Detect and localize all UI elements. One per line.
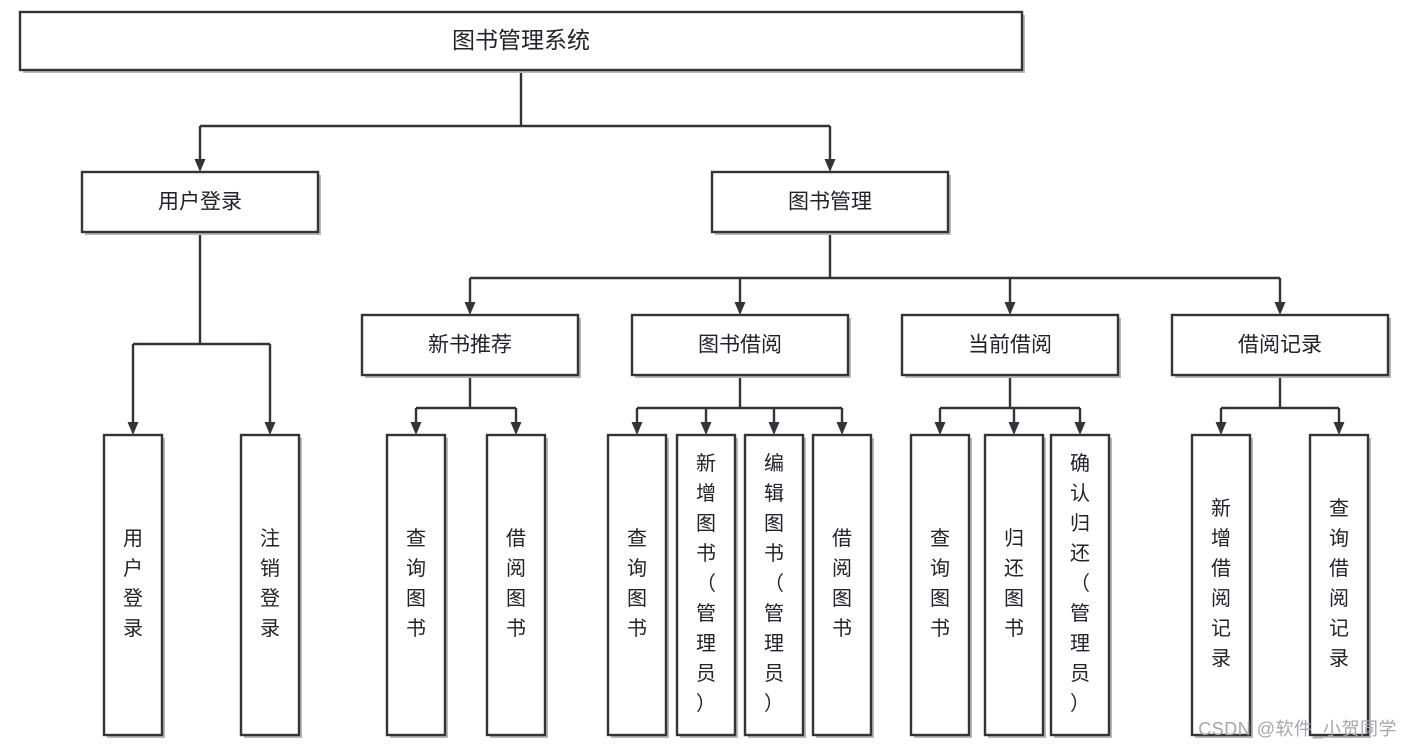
node-box[interactable] bbox=[1308, 433, 1370, 737]
connector-group-current-borrow bbox=[934, 375, 1086, 435]
node-box[interactable] bbox=[485, 433, 547, 737]
arrowhead-icon bbox=[700, 422, 712, 435]
connector-group-root bbox=[194, 70, 836, 172]
node-box[interactable] bbox=[1049, 433, 1111, 737]
node-label: 查询图书 bbox=[627, 527, 647, 640]
node-leaf-confirm-return[interactable]: 确认归还（管理员） bbox=[1049, 433, 1112, 738]
arrowhead-icon bbox=[768, 422, 780, 435]
arrowhead-icon bbox=[1215, 422, 1227, 435]
arrowhead-icon bbox=[631, 422, 643, 435]
node-label: 用户登录 bbox=[158, 191, 242, 214]
arrowhead-icon bbox=[464, 302, 476, 315]
node-leaf-add-book[interactable]: 新增图书（管理员） bbox=[675, 433, 738, 738]
arrowhead-icon bbox=[127, 422, 139, 435]
node-box[interactable] bbox=[360, 313, 580, 377]
node-leaf-query-book-cur[interactable]: 查询图书 bbox=[909, 433, 972, 738]
arrowhead-icon bbox=[510, 422, 522, 435]
arrowhead-icon bbox=[934, 422, 946, 435]
arrowhead-icon bbox=[734, 302, 746, 315]
node-box[interactable] bbox=[606, 433, 668, 737]
connector-group-book-manage bbox=[464, 232, 1286, 315]
arrowhead-icon bbox=[410, 422, 422, 435]
node-label: 图书借阅 bbox=[698, 334, 782, 357]
node-label: 新书推荐 bbox=[428, 334, 512, 357]
node-label: 注销登录 bbox=[260, 527, 280, 640]
node-book-borrow[interactable]: 图书借阅 bbox=[630, 313, 851, 378]
node-book-manage[interactable]: 图书管理 bbox=[710, 170, 951, 235]
node-leaf-borrow-book-rec[interactable]: 借阅图书 bbox=[485, 433, 548, 738]
node-label: 借阅图书 bbox=[832, 527, 852, 640]
node-leaf-logout[interactable]: 注销登录 bbox=[239, 433, 302, 738]
node-label: 查询借阅记录 bbox=[1329, 497, 1349, 670]
node-label: 图书管理系统 bbox=[452, 27, 590, 53]
node-box[interactable] bbox=[1190, 433, 1252, 737]
node-label: 图书管理 bbox=[788, 191, 872, 214]
node-box[interactable] bbox=[710, 170, 950, 234]
node-user-login[interactable]: 用户登录 bbox=[80, 170, 321, 235]
node-leaf-query-record[interactable]: 查询借阅记录 bbox=[1308, 433, 1371, 738]
node-label: 用户登录 bbox=[123, 528, 143, 640]
node-box[interactable] bbox=[18, 10, 1024, 72]
node-leaf-query-book-borrow[interactable]: 查询图书 bbox=[606, 433, 669, 738]
node-box[interactable] bbox=[743, 433, 805, 737]
arrowhead-icon bbox=[824, 159, 836, 172]
nodes-layer: 图书管理系统用户登录图书管理新书推荐图书借阅当前借阅借阅记录用户登录注销登录查询… bbox=[18, 10, 1391, 738]
connectors-layer bbox=[127, 70, 1345, 435]
node-leaf-return-book[interactable]: 归还图书 bbox=[983, 433, 1046, 738]
node-box[interactable] bbox=[675, 433, 737, 737]
node-box[interactable] bbox=[239, 433, 301, 737]
node-box[interactable] bbox=[630, 313, 850, 377]
node-new-book-recommend[interactable]: 新书推荐 bbox=[360, 313, 581, 378]
node-label: 查询图书 bbox=[930, 527, 950, 640]
node-label: 归还图书 bbox=[1004, 527, 1024, 640]
node-box[interactable] bbox=[102, 433, 164, 737]
node-box[interactable] bbox=[983, 433, 1045, 737]
node-current-borrow[interactable]: 当前借阅 bbox=[900, 313, 1121, 378]
node-label: 查询图书 bbox=[406, 527, 426, 640]
node-borrow-record[interactable]: 借阅记录 bbox=[1170, 313, 1391, 378]
arrowhead-icon bbox=[1274, 302, 1286, 315]
node-label: 确认归还（管理员） bbox=[1070, 452, 1090, 715]
arrowhead-icon bbox=[1074, 422, 1086, 435]
arrowhead-icon bbox=[194, 159, 206, 172]
node-box[interactable] bbox=[811, 433, 873, 737]
arrowhead-icon bbox=[264, 422, 276, 435]
connector-group-book-borrow bbox=[631, 375, 848, 435]
connector-group-borrow-record bbox=[1215, 375, 1345, 435]
node-box[interactable] bbox=[909, 433, 971, 737]
arrowhead-icon bbox=[1008, 422, 1020, 435]
node-box[interactable] bbox=[1170, 313, 1390, 377]
node-label: 借阅图书 bbox=[506, 527, 526, 640]
arrowhead-icon bbox=[1004, 302, 1016, 315]
node-root[interactable]: 图书管理系统 bbox=[18, 10, 1025, 73]
arrowhead-icon bbox=[836, 422, 848, 435]
node-box[interactable] bbox=[80, 170, 320, 234]
node-leaf-edit-book[interactable]: 编辑图书（管理员） bbox=[743, 433, 806, 738]
node-label: 新增借阅记录 bbox=[1211, 497, 1231, 670]
node-box[interactable] bbox=[385, 433, 447, 737]
connector-group-new-book-recommend bbox=[410, 375, 522, 435]
node-label: 借阅记录 bbox=[1238, 334, 1322, 357]
node-label: 当前借阅 bbox=[968, 334, 1052, 357]
node-label: 编辑图书（管理员） bbox=[764, 452, 784, 715]
node-leaf-user-login[interactable]: 用户登录 bbox=[102, 433, 165, 738]
arrowhead-icon bbox=[1333, 422, 1345, 435]
node-leaf-borrow-book[interactable]: 借阅图书 bbox=[811, 433, 874, 738]
node-box[interactable] bbox=[900, 313, 1120, 377]
connector-group-user-login bbox=[127, 232, 276, 435]
node-label: 新增图书（管理员） bbox=[696, 452, 716, 715]
node-leaf-query-book-rec[interactable]: 查询图书 bbox=[385, 433, 448, 738]
node-leaf-add-record[interactable]: 新增借阅记录 bbox=[1190, 433, 1253, 738]
